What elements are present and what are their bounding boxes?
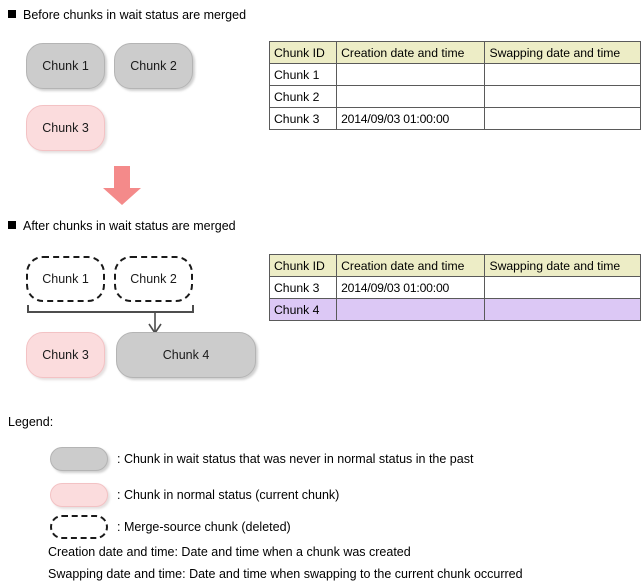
- column-header-chunk-id: Chunk ID: [268, 41, 338, 64]
- chunk-box-before-chunk3: Chunk 3: [26, 105, 105, 151]
- section-heading-before: Before chunks in wait status are merged: [8, 8, 246, 22]
- table-before: Chunk ID Creation date and time Swapping…: [268, 41, 641, 130]
- section-heading-before-label: Before chunks in wait status are merged: [23, 8, 247, 22]
- column-header-swapping: Swapping date and time: [484, 41, 641, 64]
- cell-swapping-date: [484, 276, 641, 299]
- chunk-table-after: Chunk ID Creation date and time Swapping…: [268, 254, 641, 321]
- note-swapping-date: Swapping date and time: Date and time wh…: [48, 567, 523, 581]
- table-row: Chunk 1: [268, 63, 641, 86]
- legend-item-label: : Chunk in normal status (current chunk): [117, 488, 340, 502]
- cell-creation-date: [336, 63, 486, 86]
- cell-creation-date: 2014/09/03 01:00:00: [336, 276, 486, 299]
- legend-item-normal-status: : Chunk in normal status (current chunk): [50, 483, 339, 507]
- column-header-creation: Creation date and time: [336, 41, 486, 64]
- section-heading-after: After chunks in wait status are merged: [8, 219, 236, 233]
- table-after: Chunk ID Creation date and time Swapping…: [268, 254, 641, 321]
- column-header-chunk-id: Chunk ID: [268, 254, 338, 277]
- chunk-box-after-chunk4: Chunk 4: [116, 332, 256, 378]
- table-header-row: Chunk ID Creation date and time Swapping…: [268, 41, 641, 64]
- cell-creation-date: [336, 85, 486, 108]
- legend-swatch-merge-source-chunk-icon: [50, 515, 108, 539]
- chunk-label: Chunk 3: [42, 121, 89, 135]
- cell-swapping-date: [484, 298, 641, 321]
- chunk-label: Chunk 1: [42, 272, 89, 286]
- cell-swapping-date: [484, 107, 641, 130]
- table-row: Chunk 3 2014/09/03 01:00:00: [268, 107, 641, 130]
- note-creation-date: Creation date and time: Date and time wh…: [48, 545, 411, 559]
- cell-swapping-date: [484, 85, 641, 108]
- cell-swapping-date: [484, 63, 641, 86]
- cell-chunk-id: Chunk 1: [268, 63, 338, 86]
- chunk-table-before: Chunk ID Creation date and time Swapping…: [268, 41, 641, 130]
- bullet-square-icon: [8, 221, 16, 229]
- cell-chunk-id: Chunk 4: [268, 298, 338, 321]
- chunk-box-before-chunk2: Chunk 2: [114, 43, 193, 89]
- chunk-label: Chunk 2: [130, 59, 177, 73]
- column-header-swapping: Swapping date and time: [484, 254, 641, 277]
- legend-swatch-normal-chunk-icon: [50, 483, 108, 507]
- chunk-label: Chunk 2: [130, 272, 177, 286]
- legend-item-wait-status: : Chunk in wait status that was never in…: [50, 447, 473, 471]
- cell-chunk-id: Chunk 3: [268, 276, 338, 299]
- legend-item-merge-source: : Merge-source chunk (deleted): [50, 515, 291, 539]
- chunk-box-after-chunk2: Chunk 2: [114, 256, 193, 302]
- legend-swatch-wait-chunk-icon: [50, 447, 108, 471]
- chunk-label: Chunk 4: [162, 348, 210, 362]
- table-row: Chunk 2: [268, 85, 641, 108]
- chunk-label: Chunk 3: [42, 348, 89, 362]
- table-row: Chunk 3 2014/09/03 01:00:00: [268, 276, 641, 299]
- chunk-box-before-chunk1: Chunk 1: [26, 43, 105, 89]
- legend-item-label: : Chunk in wait status that was never in…: [117, 452, 474, 466]
- column-header-creation: Creation date and time: [336, 254, 486, 277]
- table-header-row: Chunk ID Creation date and time Swapping…: [268, 254, 641, 277]
- section-heading-after-label: After chunks in wait status are merged: [23, 219, 236, 233]
- table-row-highlighted: Chunk 4: [268, 298, 641, 321]
- chunk-label: Chunk 1: [42, 59, 89, 73]
- cell-chunk-id: Chunk 3: [268, 107, 338, 130]
- bullet-square-icon: [8, 10, 16, 18]
- cell-creation-date: [336, 298, 486, 321]
- transition-arrow-down-icon: [100, 166, 144, 211]
- chunk-box-after-chunk3: Chunk 3: [26, 332, 105, 378]
- chunk-box-after-chunk1: Chunk 1: [26, 256, 105, 302]
- legend-item-label: : Merge-source chunk (deleted): [117, 520, 291, 534]
- cell-chunk-id: Chunk 2: [268, 85, 338, 108]
- legend-title: Legend:: [8, 415, 54, 429]
- cell-creation-date: 2014/09/03 01:00:00: [336, 107, 486, 130]
